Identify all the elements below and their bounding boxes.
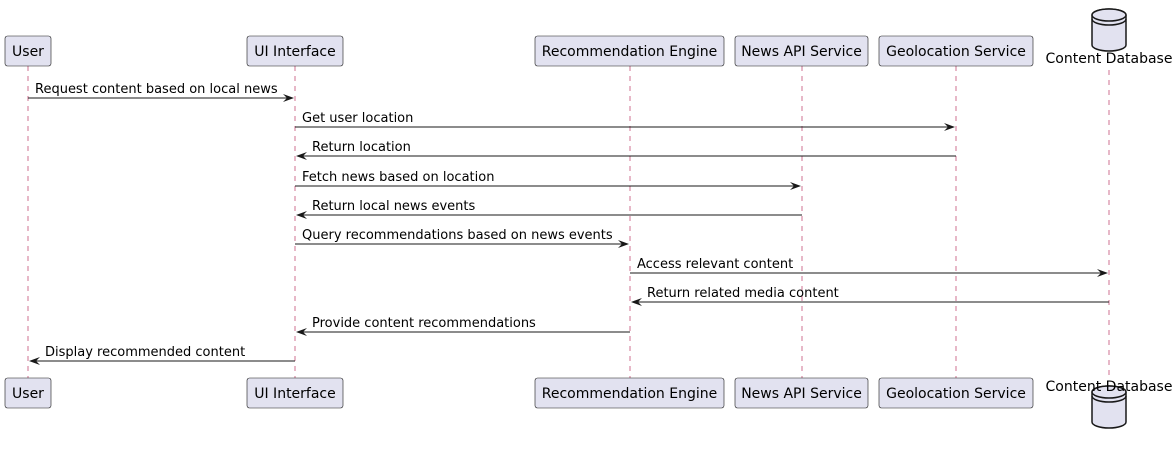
participant-ui-interface-top: UI Interface bbox=[246, 35, 344, 67]
participant-label: UI Interface bbox=[254, 386, 336, 402]
participant-ui-interface-bottom: UI Interface bbox=[246, 377, 344, 409]
database-icon-ring bbox=[1091, 395, 1127, 403]
participant-box bbox=[878, 377, 1034, 409]
participant-box bbox=[534, 35, 725, 67]
message-label: Fetch news based on location bbox=[302, 170, 494, 185]
message-label: Query recommendations based on news even… bbox=[302, 228, 613, 243]
participant-label: News API Service bbox=[741, 386, 862, 402]
message-label: Access relevant content bbox=[637, 257, 793, 272]
participant-box bbox=[734, 377, 869, 409]
participant-content-database-bottom: Content Database bbox=[1046, 379, 1173, 429]
arrowhead bbox=[790, 182, 801, 190]
message-label: Get user location bbox=[302, 111, 413, 126]
participant-geolocation-service-top: Geolocation Service bbox=[878, 35, 1034, 67]
participant-box bbox=[4, 35, 52, 67]
message-6: Query recommendations based on news even… bbox=[295, 228, 629, 248]
participant-recommendation-engine-bottom: Recommendation Engine bbox=[534, 377, 725, 409]
database-icon-top bbox=[1091, 385, 1127, 399]
participant-geolocation-service-bottom: Geolocation Service bbox=[878, 377, 1034, 409]
participant-label: Recommendation Engine bbox=[542, 44, 717, 60]
participant-user-top: User bbox=[4, 35, 52, 67]
arrowhead bbox=[618, 240, 629, 248]
participant-box bbox=[246, 35, 344, 67]
participant-recommendation-engine-top: Recommendation Engine bbox=[534, 35, 725, 67]
participant-label: Geolocation Service bbox=[886, 386, 1026, 402]
message-1: Request content based on local news bbox=[28, 82, 294, 102]
message-4: Fetch news based on location bbox=[295, 170, 801, 190]
message-label: Return related media content bbox=[647, 286, 839, 301]
participant-label: Geolocation Service bbox=[886, 44, 1026, 60]
participant-box bbox=[246, 377, 344, 409]
message-10: Display recommended content bbox=[29, 345, 295, 365]
participant-heads-bottom: User UI Interface Recommendation Engine New… bbox=[4, 377, 1173, 429]
message-label: Request content based on local news bbox=[35, 82, 278, 97]
message-label: Return local news events bbox=[312, 199, 475, 214]
participant-user-bottom: User bbox=[4, 377, 52, 409]
message-2: Get user location bbox=[295, 111, 955, 131]
arrowhead bbox=[631, 298, 642, 306]
message-label: Provide content recommendations bbox=[312, 316, 536, 331]
database-icon-ring bbox=[1091, 18, 1127, 26]
participant-box bbox=[4, 377, 52, 409]
participant-label: News API Service bbox=[741, 44, 862, 60]
participant-news-api-service-top: News API Service bbox=[734, 35, 869, 67]
arrowhead bbox=[29, 357, 40, 365]
arrowhead bbox=[296, 328, 307, 336]
participant-label: User bbox=[12, 386, 44, 402]
message-label: Display recommended content bbox=[45, 345, 245, 360]
participant-label: Content Database bbox=[1046, 379, 1173, 395]
database-icon-top bbox=[1091, 8, 1127, 22]
participant-box bbox=[534, 377, 725, 409]
message-7: Access relevant content bbox=[630, 257, 1108, 277]
message-label: Return location bbox=[312, 140, 411, 155]
message-5: Return local news events bbox=[296, 199, 802, 219]
participant-box bbox=[878, 35, 1034, 67]
participant-box bbox=[734, 35, 869, 67]
participant-label: User bbox=[12, 44, 44, 60]
message-8: Return related media content bbox=[631, 286, 1109, 306]
lifelines bbox=[27, 66, 1110, 380]
arrowhead bbox=[1097, 269, 1108, 277]
arrowhead bbox=[296, 152, 307, 160]
participant-news-api-service-bottom: News API Service bbox=[734, 377, 869, 409]
participant-label: Recommendation Engine bbox=[542, 386, 717, 402]
arrowhead bbox=[944, 123, 955, 131]
participant-label: UI Interface bbox=[254, 44, 336, 60]
participant-label: Content Database bbox=[1046, 51, 1173, 67]
participant-content-database-top: Content Database bbox=[1046, 8, 1173, 67]
message-9: Provide content recommendations bbox=[296, 316, 630, 336]
arrowhead bbox=[283, 94, 294, 102]
message-3: Return location bbox=[296, 140, 956, 160]
arrowhead bbox=[296, 211, 307, 219]
participant-heads-top: User UI Interface Recommendation Engine New… bbox=[4, 8, 1173, 67]
